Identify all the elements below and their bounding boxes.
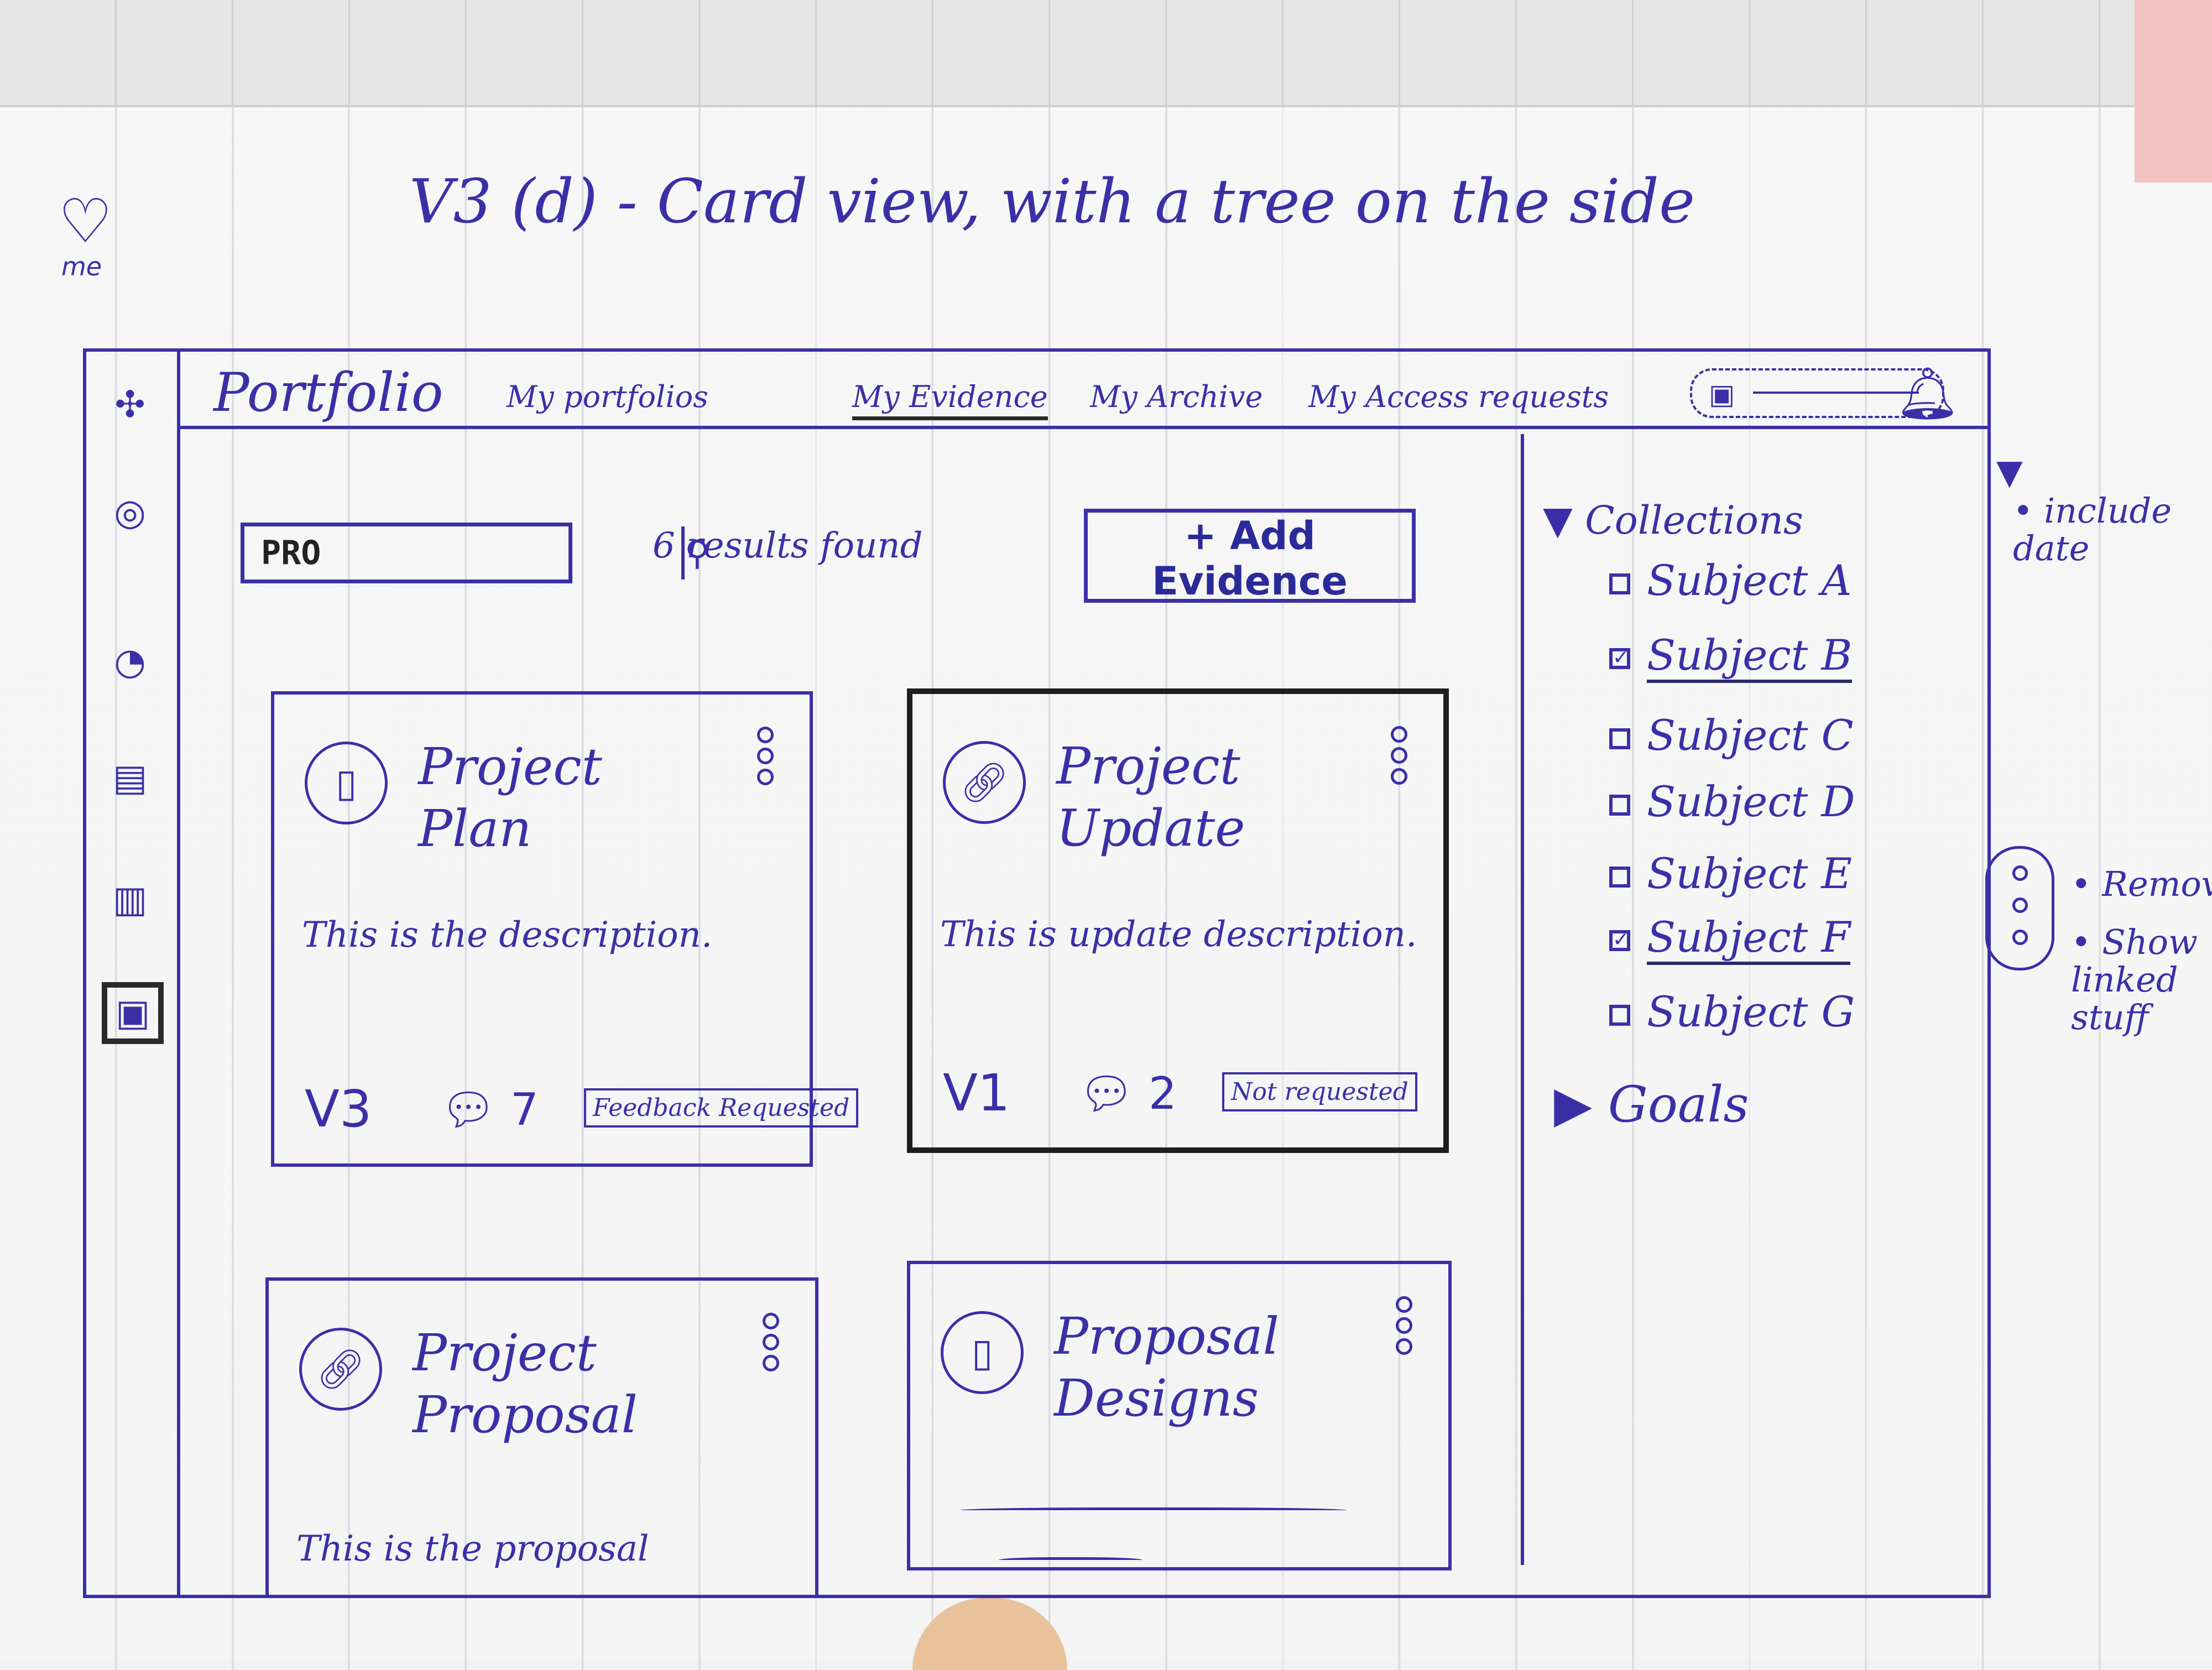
calendar-icon[interactable]: ▤ bbox=[112, 756, 148, 799]
side-rail: ✣ ◎ ◔ ▤ ▥ ▣ bbox=[86, 352, 180, 1595]
notebook-cover-edge bbox=[2135, 0, 2212, 182]
checkbox[interactable] bbox=[1609, 795, 1630, 816]
tree-item-subject-g[interactable]: Subject G bbox=[1609, 987, 1855, 1036]
card-menu-button[interactable] bbox=[1388, 722, 1410, 789]
tree-item-label: Subject D bbox=[1647, 777, 1855, 826]
inbox-icon[interactable]: ▥ bbox=[112, 878, 148, 921]
card-description: This is the description. bbox=[302, 915, 713, 956]
checkbox[interactable] bbox=[1609, 867, 1630, 888]
collections-label: Collections bbox=[1585, 498, 1803, 543]
status-badge: Not requested bbox=[1222, 1072, 1417, 1111]
comments-count: 2 bbox=[1149, 1068, 1177, 1119]
tree-item-label: Subject G bbox=[1647, 987, 1855, 1036]
document-icon: ▯ bbox=[305, 742, 388, 824]
comments-icon: 💬︎ bbox=[1078, 1068, 1135, 1119]
apps-icon[interactable]: ✣ bbox=[114, 383, 145, 426]
card-description: This is the proposal bbox=[296, 1528, 649, 1569]
sketch-title: V3 (d) - Card view, with a tree on the s… bbox=[409, 166, 1695, 237]
checkbox[interactable] bbox=[1609, 728, 1630, 749]
card-description: This is update description. bbox=[940, 914, 1417, 955]
thumb bbox=[912, 1598, 1067, 1670]
results-count: 6 results found bbox=[653, 525, 923, 566]
tree-item-label: Subject C bbox=[1647, 711, 1854, 760]
dashboard-icon[interactable]: ◔ bbox=[114, 640, 146, 683]
card-menu-button[interactable] bbox=[754, 722, 776, 790]
link-icon: 🔗︎ bbox=[943, 741, 1026, 824]
note-text: Remove bbox=[2102, 864, 2212, 904]
tree-item-subject-d[interactable]: Subject D bbox=[1609, 777, 1855, 826]
checkbox-checked[interactable]: ✓ bbox=[1609, 648, 1630, 669]
tree-item-subject-a[interactable]: Subject A bbox=[1609, 556, 1851, 605]
note-show-linked: • Show linked stuff bbox=[2071, 922, 2198, 1037]
card-version: V3 bbox=[305, 1079, 372, 1139]
status-badge: Feedback Requested bbox=[584, 1088, 859, 1128]
note-text: Show linked stuff bbox=[2071, 922, 2198, 1037]
app-brand: Portfolio bbox=[213, 362, 444, 424]
description-placeholder bbox=[960, 1507, 1347, 1515]
note-text: include date bbox=[2013, 490, 2172, 568]
card-comments: 💬︎ 7 bbox=[440, 1084, 539, 1136]
description-placeholder bbox=[999, 1557, 1142, 1564]
card-title: Project Plan bbox=[418, 737, 602, 858]
tree-collections[interactable]: ▼ Collections bbox=[1543, 498, 1803, 543]
menu-sketch bbox=[1985, 846, 2054, 970]
search-icon[interactable]: ⚲ bbox=[681, 526, 709, 580]
heart-icon: ♡ bbox=[58, 186, 113, 257]
nav-my-evidence[interactable]: My Evidence bbox=[852, 379, 1048, 420]
checkbox[interactable] bbox=[1609, 1005, 1630, 1026]
document-icon: ▯ bbox=[941, 1311, 1024, 1394]
comments-icon: 💬︎ bbox=[440, 1084, 497, 1135]
user-menu[interactable]: ▣ bbox=[1690, 368, 1944, 418]
tree-item-label: Subject E bbox=[1647, 849, 1852, 898]
nav-my-portfolios[interactable]: My portfolios bbox=[507, 379, 708, 414]
note-include-date: • include date bbox=[2013, 490, 2172, 568]
bell-icon[interactable]: 🔔︎ bbox=[1895, 364, 1960, 423]
search-input[interactable] bbox=[244, 526, 681, 580]
comments-count: 7 bbox=[510, 1084, 539, 1135]
goals-label: Goals bbox=[1608, 1076, 1749, 1134]
user-name-placeholder bbox=[1753, 392, 1919, 398]
checkbox[interactable] bbox=[1609, 573, 1630, 594]
tree-goals[interactable]: ▶ Goals bbox=[1554, 1076, 1749, 1134]
evidence-card[interactable]: 🔗︎ Project Update This is update descrip… bbox=[907, 688, 1449, 1153]
card-menu-button[interactable] bbox=[1393, 1292, 1415, 1359]
evidence-card[interactable]: ▯ Proposal Designs bbox=[907, 1261, 1452, 1570]
tree-item-subject-f[interactable]: ✓ Subject F bbox=[1609, 912, 1851, 965]
top-navigation: Portfolio My portfolios My Evidence My A… bbox=[180, 352, 1987, 429]
tree-item-subject-e[interactable]: Subject E bbox=[1609, 849, 1852, 898]
card-version: V1 bbox=[943, 1063, 1010, 1123]
notebook-previous-page bbox=[0, 0, 2212, 107]
link-icon: 🔗︎ bbox=[299, 1328, 382, 1411]
app-window: ✣ ◎ ◔ ▤ ▥ ▣ Portfolio My portfolios My E… bbox=[83, 348, 1991, 1598]
nav-my-access-requests[interactable]: My Access requests bbox=[1308, 379, 1609, 414]
evidence-card[interactable]: 🔗︎ Project Proposal This is the proposal bbox=[265, 1277, 818, 1598]
margin-me-label: me bbox=[61, 252, 102, 281]
tree-item-subject-c[interactable]: Subject C bbox=[1609, 711, 1854, 760]
search-box: ⚲ bbox=[241, 523, 709, 583]
tree-item-label: Subject A bbox=[1647, 556, 1852, 605]
evidence-card[interactable]: ▯ Project Plan This is the description. … bbox=[271, 691, 859, 1167]
add-evidence-button[interactable]: + Add Evidence bbox=[1084, 509, 1416, 604]
briefcase-icon[interactable]: ▣ bbox=[102, 982, 164, 1044]
card-menu-button[interactable] bbox=[760, 1308, 782, 1376]
tree-divider bbox=[1521, 434, 1524, 1565]
tree-item-label: Subject B bbox=[1647, 630, 1853, 683]
tree-item-label: Subject F bbox=[1647, 912, 1851, 965]
user-icon[interactable]: ◎ bbox=[114, 491, 146, 534]
card-title: Project Update bbox=[1056, 737, 1245, 858]
caret-down-icon: ▼ bbox=[1996, 452, 2023, 492]
nav-my-archive[interactable]: My Archive bbox=[1090, 379, 1263, 414]
account-icon: ▣ bbox=[1709, 378, 1735, 410]
card-title: Proposal Designs bbox=[1054, 1307, 1280, 1428]
note-remove: • Remove bbox=[2071, 865, 2212, 903]
caret-down-icon: ▼ bbox=[1543, 498, 1573, 543]
card-comments: 💬︎ 2 bbox=[1078, 1068, 1177, 1120]
caret-right-icon: ▶ bbox=[1554, 1076, 1593, 1134]
checkbox-checked[interactable]: ✓ bbox=[1609, 930, 1630, 951]
margin-heart: ♡ me bbox=[58, 191, 124, 285]
card-title: Project Proposal bbox=[413, 1323, 638, 1444]
tree-item-subject-b[interactable]: ✓ Subject B bbox=[1609, 630, 1853, 683]
